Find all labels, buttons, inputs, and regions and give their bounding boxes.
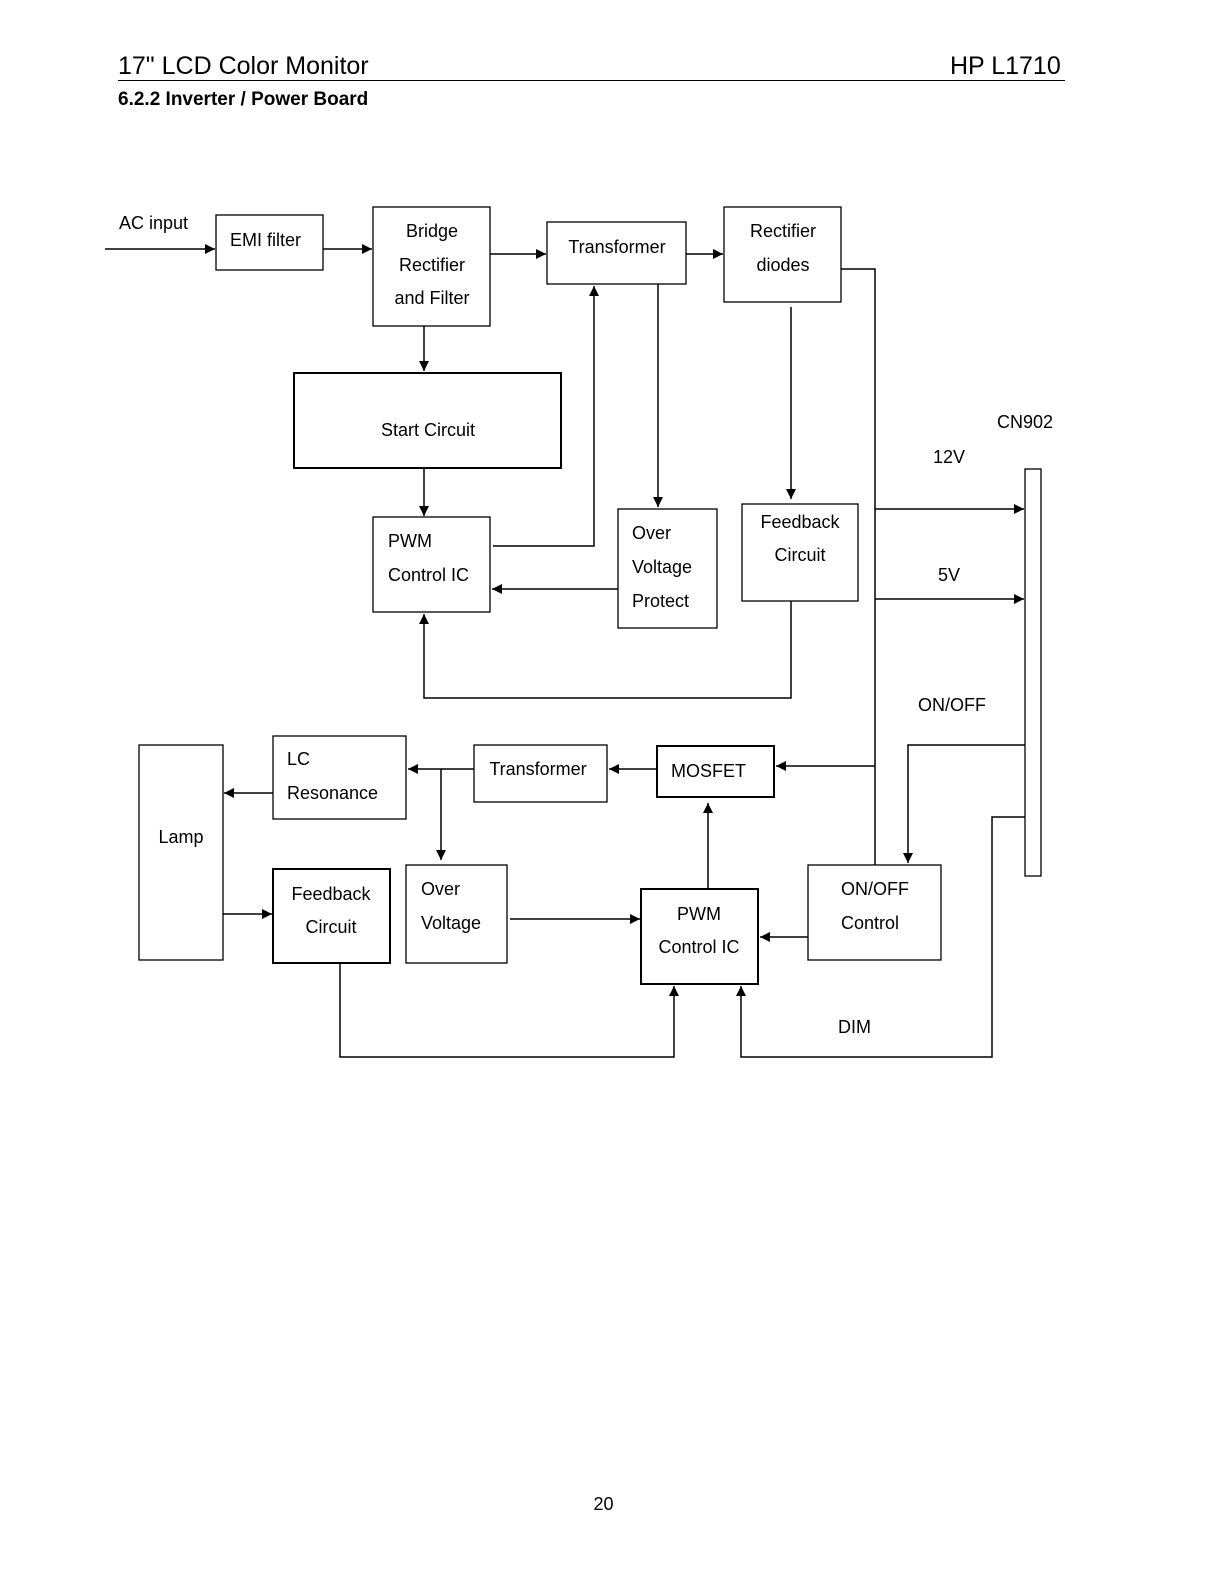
pwm-control-ic-block [372,516,491,613]
bridge-rectifier-block [372,206,491,327]
over-voltage-label-2: Voltage [421,913,481,933]
bridge-label-3: and Filter [394,288,469,308]
inv-pwm-label-1: PWM [677,904,721,924]
lc-label-1: LC [287,749,310,769]
mosfet-label: MOSFET [671,761,746,781]
emi-filter-block [215,214,324,271]
ovp-label-1: Over [632,523,671,543]
header-rule [118,80,1065,81]
on-off-control-block [807,864,942,961]
inv-pwm-label-2: Control IC [658,937,739,957]
cn902-label: CN902 [997,412,1053,432]
inv-feedback-label-2: Circuit [305,917,356,937]
on-off-label: ON/OFF [918,695,986,715]
transformer-block [546,221,687,285]
inverter-feedback-block [272,868,391,964]
transformer-label: Transformer [568,237,665,257]
on-off-control-label-1: ON/OFF [841,879,909,899]
document-title: 17" LCD Color Monitor [118,52,369,80]
model-name: HP L1710 [950,52,1061,80]
lc-resonance-block [272,735,407,820]
over-voltage-label-1: Over [421,879,460,899]
pwm-label-1: PWM [388,531,432,551]
feedback-to-pwm-ic-arrow [339,963,679,1058]
feedback-to-pwm-arrow [419,601,792,699]
feedback-label-1: Feedback [760,512,840,532]
inv-transformer-label: Transformer [489,759,586,779]
mosfet-block [656,745,775,798]
on-off-control-label-2: Control [841,913,899,933]
over-voltage-block [405,864,508,964]
lc-label-2: Resonance [287,783,378,803]
pwm-to-transformer-arrow [493,286,599,547]
cn902-connector [1024,468,1042,877]
section-title: 6.2.2 Inverter / Power Board [118,89,369,110]
inv-feedback-label-1: Feedback [291,884,371,904]
bridge-label-2: Rectifier [399,255,465,275]
ac-input-label: AC input [119,213,188,233]
inverter-pwm-ic-block [640,888,759,985]
start-circuit-label: Start Circuit [381,420,475,440]
rectifier-diodes-block [723,206,842,303]
on-off-signal-arrow [903,744,1025,863]
lamp-label: Lamp [158,827,203,847]
feedback-label-2: Circuit [774,545,825,565]
ovp-label-3: Protect [632,591,689,611]
ovp-label-2: Voltage [632,557,692,577]
feedback-circuit-block [741,503,859,602]
lamp-block [138,744,224,961]
start-circuit-block [293,372,562,469]
rectifier-output-bus [841,268,876,865]
over-voltage-protect-block [617,508,718,629]
bridge-label-1: Bridge [406,221,458,241]
emi-filter-label: EMI filter [230,230,301,250]
12v-label: 12V [933,447,965,467]
page-number: 20 [593,1494,614,1514]
dim-arrow [736,816,1025,1058]
rectifier-label-1: Rectifier [750,221,816,241]
5v-label: 5V [938,565,960,585]
rectifier-label-2: diodes [756,255,809,275]
pwm-label-2: Control IC [388,565,469,585]
dim-label: DIM [838,1017,871,1037]
inverter-transformer-block [473,744,608,803]
